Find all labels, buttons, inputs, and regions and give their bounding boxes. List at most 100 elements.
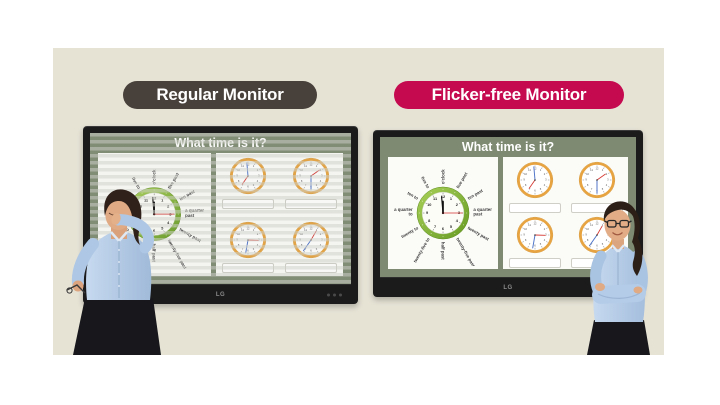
svg-text:12: 12 — [309, 163, 312, 167]
answer-box — [222, 199, 275, 209]
svg-text:10: 10 — [525, 172, 528, 176]
svg-text:1: 1 — [540, 223, 542, 227]
svg-text:3: 3 — [546, 178, 548, 182]
board-title: What time is it? — [461, 140, 555, 154]
svg-text:7: 7 — [591, 187, 593, 191]
hair — [603, 201, 638, 225]
svg-text:4: 4 — [606, 238, 608, 242]
svg-text:12: 12 — [596, 167, 599, 171]
svg-text:five past: five past — [456, 171, 469, 189]
svg-text:8: 8 — [587, 238, 589, 242]
lg-logo: LG — [215, 291, 226, 298]
svg-text:twenty-five past: twenty-five past — [456, 237, 477, 266]
svg-text:12: 12 — [534, 167, 537, 171]
raised-arm — [112, 214, 154, 254]
svg-text:7: 7 — [434, 225, 436, 229]
svg-text:7: 7 — [529, 242, 531, 246]
skirt — [587, 320, 650, 355]
flicker-free-monitor-label: Flicker-free Monitor — [394, 81, 624, 109]
flicker-free-monitor-screen: What time is it? 123456789101112o'clockf… — [380, 137, 636, 277]
svg-text:6: 6 — [597, 243, 599, 247]
hand — [633, 286, 643, 294]
svg-text:8: 8 — [525, 238, 527, 242]
svg-text:5: 5 — [450, 225, 453, 229]
happy-teacher-photo — [587, 201, 650, 355]
bezel-bar: LG — [90, 284, 351, 304]
svg-text:11: 11 — [433, 197, 438, 201]
svg-text:1: 1 — [540, 168, 542, 172]
svg-text:4: 4 — [606, 183, 608, 187]
svg-text:twenty-five to: twenty-five to — [413, 236, 431, 263]
svg-text:twenty to: twenty to — [400, 225, 419, 239]
svg-text:4: 4 — [544, 238, 546, 242]
face — [604, 209, 631, 241]
svg-text:7: 7 — [591, 242, 593, 246]
svg-text:ten to: ten to — [407, 190, 420, 200]
ponytail — [628, 206, 643, 276]
svg-text:3: 3 — [546, 233, 548, 237]
monitor-control-dots — [327, 293, 342, 296]
svg-text:9: 9 — [426, 211, 428, 215]
svg-text:5: 5 — [540, 242, 542, 246]
svg-text:10: 10 — [587, 172, 590, 176]
answer-box — [509, 203, 562, 213]
svg-text:6: 6 — [535, 188, 537, 192]
svg-text:12: 12 — [309, 227, 312, 231]
svg-text:five to: five to — [420, 176, 431, 190]
hand — [595, 283, 605, 291]
svg-text:twenty past: twenty past — [179, 227, 203, 244]
svg-text:11: 11 — [591, 223, 594, 227]
svg-text:twenty past: twenty past — [467, 225, 491, 242]
svg-text:8: 8 — [587, 183, 589, 187]
svg-text:4: 4 — [544, 183, 546, 187]
svg-text:2: 2 — [606, 172, 608, 176]
lg-logo: LG — [503, 284, 513, 291]
svg-text:4: 4 — [456, 219, 459, 223]
svg-text:6: 6 — [535, 243, 537, 247]
svg-text:1: 1 — [602, 223, 604, 227]
svg-text:half past: half past — [441, 242, 446, 260]
svg-text:5: 5 — [602, 187, 604, 191]
svg-text:11: 11 — [591, 168, 594, 172]
answer-box — [284, 199, 337, 209]
glasses — [604, 219, 632, 228]
answer-box — [284, 263, 337, 273]
hair — [104, 189, 142, 245]
answer-box — [509, 258, 562, 268]
svg-text:2: 2 — [456, 203, 458, 207]
svg-text:8: 8 — [428, 219, 431, 223]
svg-text:10: 10 — [300, 232, 303, 236]
svg-text:10: 10 — [427, 203, 431, 207]
svg-text:10: 10 — [237, 232, 240, 236]
neck — [612, 239, 624, 249]
regular-monitor-label: Regular Monitor — [123, 81, 317, 109]
svg-text:10: 10 — [237, 168, 240, 172]
crossed-forearms — [592, 284, 646, 304]
skirt — [73, 298, 161, 355]
svg-text:10: 10 — [300, 168, 303, 172]
svg-text:10: 10 — [587, 227, 590, 231]
svg-text:12: 12 — [534, 222, 537, 226]
svg-text:3: 3 — [608, 178, 610, 182]
svg-text:9: 9 — [586, 233, 588, 237]
svg-text:o'clock: o'clock — [441, 169, 446, 184]
svg-text:12: 12 — [596, 222, 599, 226]
svg-text:12: 12 — [441, 195, 445, 199]
